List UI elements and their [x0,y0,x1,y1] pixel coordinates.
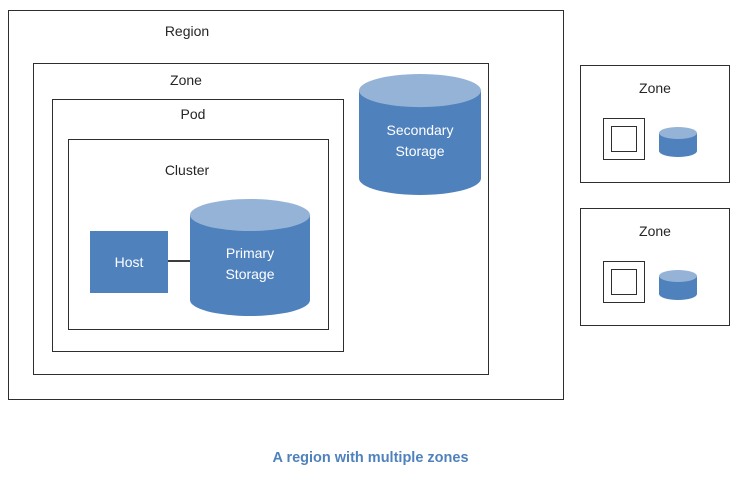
cylinder-shape-icon [659,270,697,300]
zone-box: Zone Pod Cluster Host [33,63,489,375]
host-storage-connector-line [168,260,191,262]
cylinder-shape-icon [190,199,310,316]
primary-storage-label: Primary Storage [225,245,275,282]
cluster-box: Cluster Host Primary Storage [68,139,329,330]
secondary-storage-cylinder-icon: Secondary Storage [359,74,481,196]
cluster-label: Cluster [164,162,210,178]
pod-box: Pod Cluster Host [52,99,344,352]
host-squares-icon [603,261,645,303]
host-label: Host [114,254,144,270]
zone-label: Zone [639,80,671,96]
region-box: Region Zone Pod Cluster Host [8,10,564,400]
storage-cylinder-icon [659,127,697,157]
cylinder-shape-icon [659,127,697,157]
cylinder-shape-icon [359,74,481,195]
zone-box-small-1: Zone [580,65,730,183]
diagram-caption: A region with multiple zones [272,450,469,466]
inner-square-icon [611,126,637,152]
zone-label: Zone [639,223,671,239]
storage-cylinder-icon [659,270,697,300]
zone-label: Zone [170,72,202,88]
pod-label: Pod [180,106,206,122]
inner-square-icon [611,269,637,295]
secondary-storage-label: Secondary Storage [386,122,454,159]
primary-storage-cylinder-icon: Primary Storage [190,199,310,317]
region-label: Region [164,23,210,39]
host-box: Host [90,231,168,293]
host-squares-icon [603,118,645,160]
zone-box-small-2: Zone [580,208,730,326]
